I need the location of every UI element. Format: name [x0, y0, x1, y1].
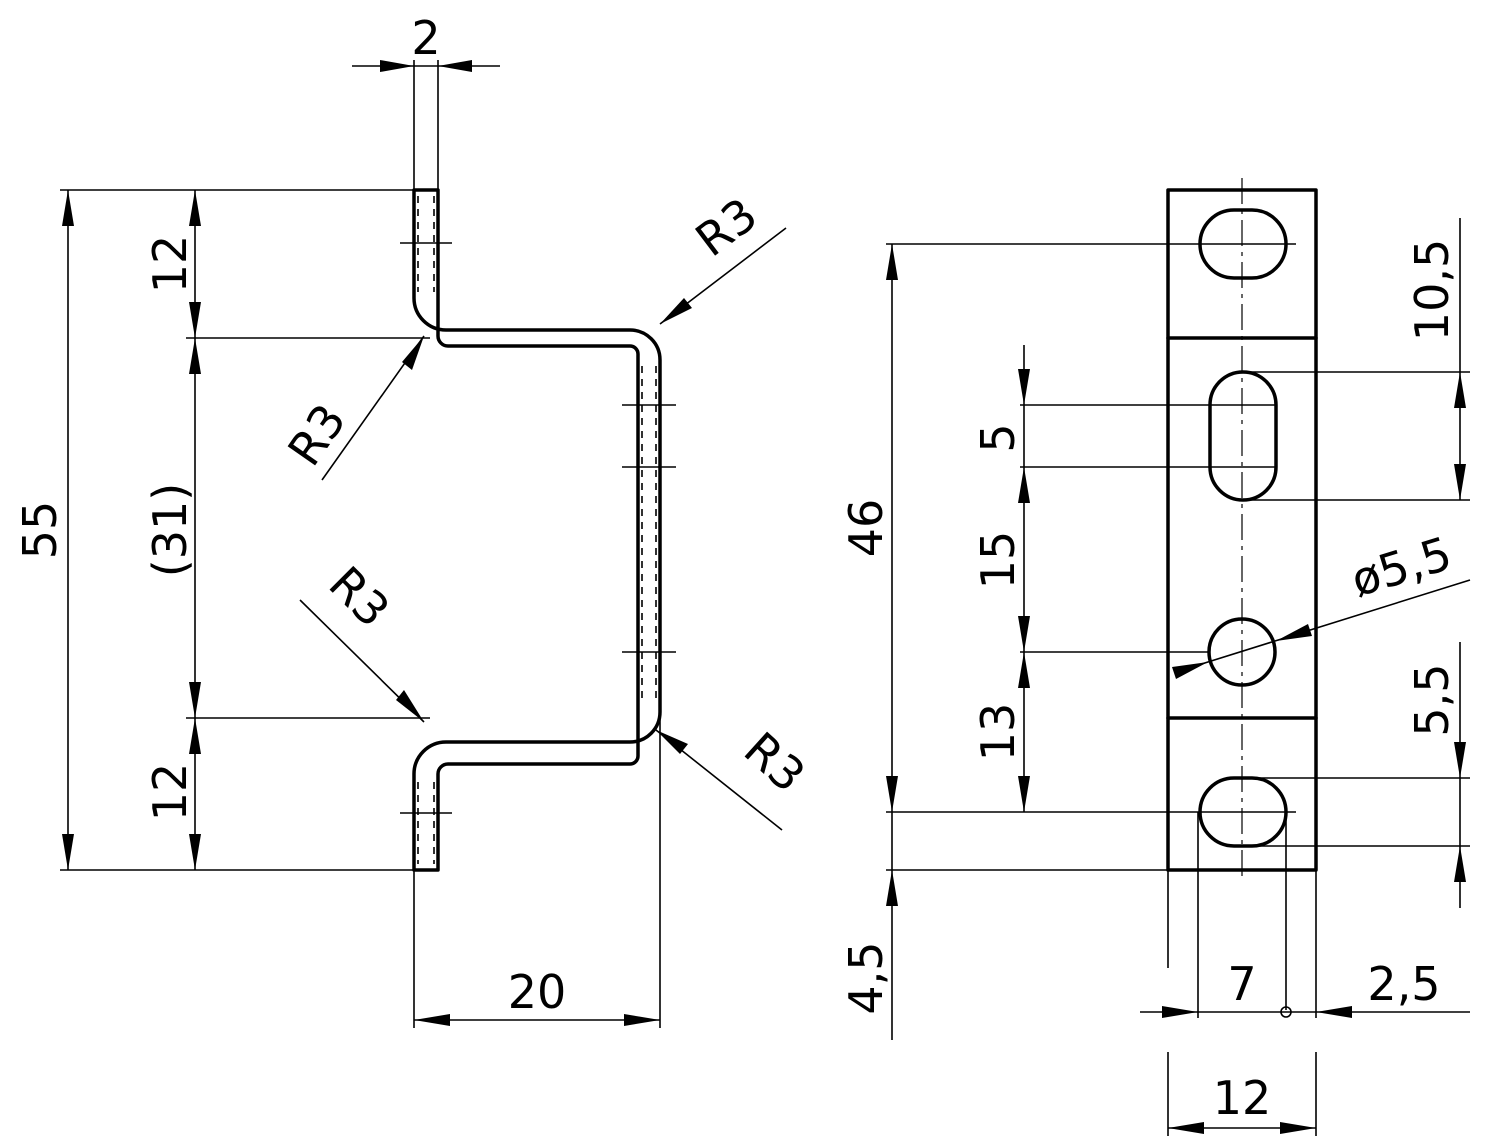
dim-bottom-slot-offset: 5,5 — [1405, 663, 1459, 736]
arrowhead — [189, 682, 201, 718]
arrowhead — [1172, 662, 1208, 679]
dim-hole-center-x: 7 — [1227, 957, 1256, 1011]
arrowhead — [1454, 742, 1466, 778]
dim-bottom-edge: 4,5 — [839, 941, 893, 1014]
dim-bottom-flange: 12 — [143, 763, 197, 822]
arrowhead — [62, 834, 74, 870]
arrowhead — [1454, 846, 1466, 882]
arrowhead — [886, 244, 898, 280]
arrowhead — [1162, 1006, 1198, 1018]
dim-hole-diameter: ø5,5 — [1345, 526, 1458, 607]
dim-slot-length: 5 — [971, 423, 1025, 452]
front-view: 46 4,5 5 15 13 10,5 5,5 ø5,5 — [839, 178, 1471, 1136]
arrowhead — [380, 60, 414, 72]
arrowhead — [1168, 1122, 1204, 1134]
arrowhead — [1454, 372, 1466, 408]
arrowhead — [1316, 1006, 1352, 1018]
arrowhead — [189, 718, 201, 754]
arrowhead — [189, 190, 201, 226]
dim-depth: 20 — [508, 965, 567, 1019]
arrowhead — [1018, 616, 1030, 652]
arrowhead — [886, 870, 898, 906]
arrowhead — [1018, 652, 1030, 688]
arrowhead — [1276, 624, 1312, 641]
dim-top-slot-offset: 10,5 — [1405, 239, 1459, 341]
dim-slot-to-hole: 15 — [971, 531, 1025, 590]
dim-hole-span: 46 — [839, 499, 893, 558]
diameter-leader — [1175, 579, 1471, 673]
radius-label-bottom-inner: R3 — [319, 556, 400, 637]
arrowhead — [624, 1014, 660, 1026]
arrowhead — [1018, 776, 1030, 812]
arrowhead — [1280, 1122, 1316, 1134]
side-view: 2 55 12 (31) 12 20 R3 R3 — [13, 11, 816, 1028]
arrowhead — [62, 190, 74, 226]
radius-label-top-outer: R3 — [686, 187, 767, 267]
arrowhead — [396, 690, 424, 722]
arrowhead — [1454, 464, 1466, 500]
profile-outline — [412, 188, 662, 872]
arrowhead — [438, 60, 472, 72]
middle-slot — [1208, 370, 1278, 502]
dim-width: 12 — [1213, 1071, 1272, 1125]
dimension-origin-point — [1280, 1006, 1292, 1018]
arrowhead — [1018, 369, 1030, 405]
arrowhead — [886, 776, 898, 812]
arrowhead — [189, 302, 201, 338]
arrowhead — [660, 298, 692, 324]
arrowhead — [1018, 467, 1030, 503]
arrowhead — [656, 730, 688, 754]
dim-thickness: 2 — [411, 11, 440, 65]
dim-hole-to-bottom: 13 — [971, 703, 1025, 762]
arrowhead — [189, 834, 201, 870]
radius-label-bottom-outer: R3 — [734, 722, 816, 803]
arrowhead — [402, 336, 424, 370]
radius-label-top-inner: R3 — [277, 394, 356, 475]
dim-web-reference: (31) — [143, 483, 197, 577]
arrowhead — [189, 338, 201, 374]
dim-overall-height: 55 — [13, 501, 67, 560]
dim-top-flange: 12 — [143, 235, 197, 294]
dim-edge-offset: 2,5 — [1367, 957, 1440, 1011]
arrowhead — [414, 1014, 450, 1026]
